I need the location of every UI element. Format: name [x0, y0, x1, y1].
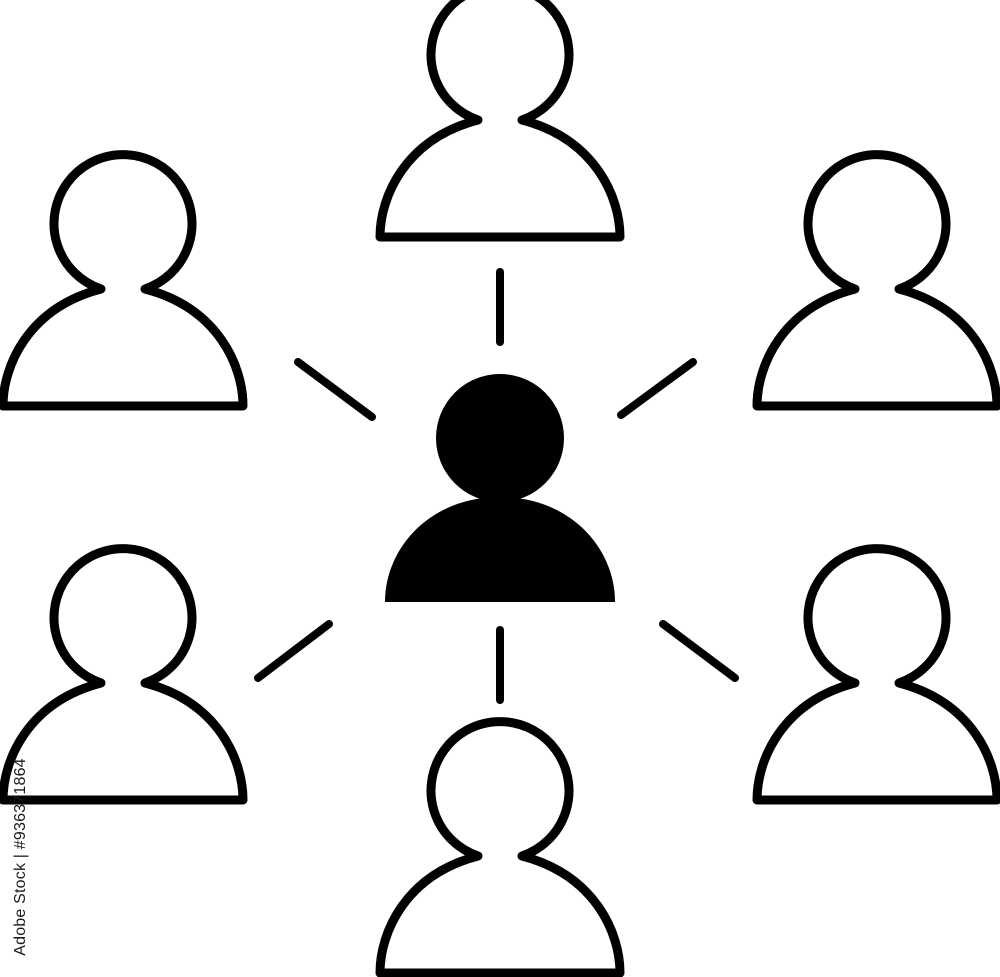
person-outline-icon	[3, 155, 243, 406]
connector-line-upper-left	[294, 358, 376, 421]
connector-line-upper-right	[617, 358, 697, 419]
person-filled-icon	[385, 374, 615, 602]
connector-line-lower-left	[254, 620, 333, 682]
person-outline-icon	[757, 549, 997, 800]
person-outline-icon	[380, 722, 620, 973]
connector-line-lower-right	[659, 620, 739, 682]
person-outline-icon	[380, 0, 620, 237]
stock-watermark-id: Adobe Stock | #936371864	[2, 741, 40, 973]
stock-watermark-text: Adobe Stock | #936371864	[12, 758, 29, 956]
connector-lines	[254, 268, 739, 704]
person-outline-icon	[757, 155, 997, 406]
